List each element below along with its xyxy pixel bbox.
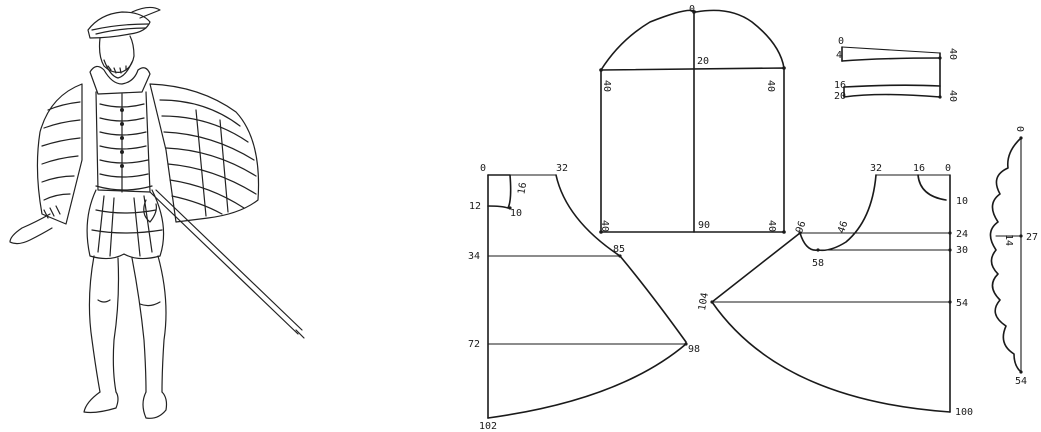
- renaissance-gentleman-figure: [9, 6, 305, 419]
- label: 0: [945, 163, 951, 174]
- label: 85: [613, 244, 625, 255]
- doublet: [95, 91, 151, 193]
- trunk-hose: [86, 189, 165, 260]
- label: 72: [468, 339, 480, 350]
- left-armhole-curve: [555, 174, 687, 343]
- left-neck-curve: [487, 174, 512, 209]
- label: 58: [812, 258, 824, 269]
- sword: [149, 191, 299, 335]
- label: 40: [765, 80, 776, 92]
- right-hem-curve: [711, 301, 951, 413]
- label: 46: [836, 220, 850, 235]
- sword-hilt: [143, 199, 157, 223]
- label: 0: [838, 36, 844, 47]
- cape-left: [36, 83, 83, 225]
- right-armhole-curve: [817, 174, 877, 252]
- pattern-scalloped-edge-piece: 0 14 27 54: [989, 126, 1038, 387]
- label: 0: [480, 163, 486, 174]
- label: 40: [599, 220, 610, 232]
- head: [98, 35, 135, 73]
- pattern-cape-panel: 0 20 40 40 40 90 40: [599, 4, 786, 234]
- label: 30: [956, 245, 968, 256]
- label: 20: [834, 91, 846, 102]
- label: 0: [1014, 126, 1025, 132]
- label: 40: [947, 48, 958, 60]
- cape-right: [149, 83, 260, 223]
- label: 16: [834, 80, 846, 91]
- right-neck-curve: [917, 174, 947, 201]
- label: 34: [468, 251, 480, 262]
- label: 27: [1026, 232, 1038, 243]
- pattern-collar-piece: 0 4 16 20 40 40: [834, 36, 958, 102]
- label: 24: [956, 229, 968, 240]
- belt: [95, 185, 153, 191]
- label: 10: [956, 196, 968, 207]
- label: 96: [794, 220, 808, 235]
- label: 104: [697, 292, 711, 312]
- cape-rectangle: [600, 67, 785, 233]
- label: 40: [947, 90, 958, 102]
- label: 90: [698, 220, 710, 231]
- collar: [89, 65, 151, 95]
- hat-feather: [131, 6, 161, 19]
- scalloped-edge-curve: [989, 137, 1022, 373]
- label: 4: [836, 50, 842, 61]
- label: 0: [689, 4, 695, 15]
- label: 102: [479, 421, 497, 432]
- beard: [103, 59, 133, 79]
- pattern-right-body-panel: 32 16 0 10 96 46 24 58 30 104 54 100: [697, 163, 973, 418]
- label: 40: [766, 220, 777, 232]
- label: 54: [956, 298, 968, 309]
- left-hand: [9, 213, 53, 245]
- label: 12: [469, 201, 481, 212]
- label: 16: [913, 163, 925, 174]
- label: 10: [510, 208, 522, 219]
- label: 100: [955, 407, 973, 418]
- label: 32: [556, 163, 568, 174]
- hat: [87, 11, 151, 39]
- label: 16: [516, 182, 529, 196]
- left-leg: [88, 255, 101, 393]
- label: 14: [1003, 234, 1014, 246]
- label: 32: [870, 163, 882, 174]
- label: 98: [688, 344, 700, 355]
- right-leg: [131, 257, 147, 393]
- label: 20: [697, 56, 709, 67]
- right-shoe: [142, 391, 168, 419]
- pattern-left-body-panel: 0 16 32 12 10 34 85 72 98 102: [468, 163, 700, 432]
- left-hem-curve: [487, 343, 687, 419]
- cape-crown-curve: [600, 9, 785, 71]
- left-shoe: [83, 391, 119, 414]
- label: 40: [601, 80, 612, 92]
- label: 54: [1015, 376, 1027, 387]
